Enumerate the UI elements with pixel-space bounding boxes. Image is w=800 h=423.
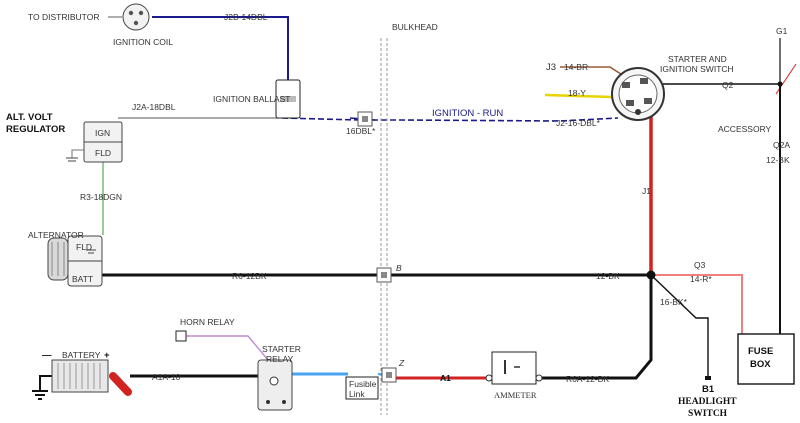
label-fld-regulator: FLD bbox=[95, 148, 111, 158]
label-starter-switch-1: STARTER AND bbox=[668, 54, 727, 64]
ammeter bbox=[485, 351, 543, 385]
label-ignition-run: IGNITION - RUN bbox=[432, 108, 503, 119]
label-box: BOX bbox=[750, 359, 771, 370]
label-bulkhead: BULKHEAD bbox=[392, 22, 438, 32]
fusible-link bbox=[345, 376, 379, 400]
ground-symbol bbox=[32, 390, 48, 400]
label-q2a: Q2A bbox=[773, 140, 790, 150]
label-a1: A1 bbox=[440, 373, 451, 383]
label-18y: 18-Y bbox=[568, 88, 586, 98]
label-starter-relay-1: STARTER bbox=[262, 344, 301, 354]
label-batt: BATT bbox=[72, 274, 93, 284]
label-a1a: A1A-10 bbox=[152, 372, 181, 382]
horn-relay bbox=[175, 330, 187, 342]
wire-j2b-14dbl bbox=[152, 16, 289, 80]
label-j2b: J2B-14DBL bbox=[224, 12, 268, 22]
wire-ignition-run bbox=[281, 117, 619, 122]
label-j3: J3 bbox=[546, 62, 556, 73]
label-battery: BATTERY bbox=[62, 350, 101, 360]
label-16bk: 16-BK* bbox=[660, 297, 688, 307]
label-r6: R6-12BK bbox=[232, 271, 267, 281]
label-fusible-2: Link bbox=[349, 389, 365, 399]
label-14br: 14-BR bbox=[564, 62, 588, 72]
battery-positive-cable bbox=[109, 372, 132, 396]
label-horn-relay: HORN RELAY bbox=[180, 317, 235, 327]
label-12bk: 12-BK bbox=[596, 271, 620, 281]
starter-relay bbox=[257, 359, 293, 411]
bulkhead-connector-top bbox=[357, 111, 373, 127]
label-accessory: ACCESSORY bbox=[718, 124, 772, 134]
wire-18y bbox=[544, 93, 613, 99]
battery-ground-wire bbox=[39, 375, 52, 390]
headlight-switch-terminal bbox=[705, 376, 711, 380]
battery bbox=[51, 359, 109, 393]
label-12bk-q2a: 12-BK bbox=[766, 155, 790, 165]
label-ign: IGN bbox=[95, 128, 110, 138]
label-r6a: R6A-12-BK bbox=[566, 374, 609, 384]
label-fuse: FUSE bbox=[748, 346, 773, 357]
junction-dot bbox=[646, 270, 656, 280]
label-b: B bbox=[396, 263, 402, 273]
label-ignition-coil: IGNITION COIL bbox=[113, 37, 173, 47]
label-headlight-2: SWITCH bbox=[688, 409, 728, 419]
label-b1: B1 bbox=[702, 384, 715, 395]
voltage-regulator bbox=[66, 121, 123, 163]
label-starter-relay-2: RELAY bbox=[266, 354, 294, 364]
ignition-coil bbox=[122, 3, 150, 31]
ballast-resistor-core bbox=[280, 96, 296, 102]
bulkhead-connector-b bbox=[376, 267, 392, 283]
label-headlight-1: HEADLIGHT bbox=[678, 397, 737, 407]
label-16dbl: 16DBL* bbox=[346, 126, 376, 136]
label-alt-volt: ALT. VOLT bbox=[6, 112, 53, 123]
label-fusible-1: Fusible bbox=[349, 379, 377, 389]
wire-r6a-12bk bbox=[540, 275, 653, 380]
label-j1: J1 bbox=[642, 186, 651, 196]
wire-16bk bbox=[650, 274, 709, 378]
starter-ignition-switch bbox=[611, 67, 665, 121]
label-alternator: ALTERNATOR bbox=[28, 230, 84, 240]
wire-horn-relay bbox=[184, 335, 269, 361]
label-q3: Q3 bbox=[694, 260, 706, 270]
label-battery-plus: + bbox=[104, 350, 110, 361]
label-z: Z bbox=[398, 358, 405, 368]
label-fld-alt: FLD bbox=[76, 242, 92, 252]
label-battery-minus: — bbox=[42, 350, 52, 361]
wire-q3-14r bbox=[651, 274, 743, 336]
bulkhead-connector-z bbox=[381, 367, 397, 383]
label-r3: R3-18DGN bbox=[80, 192, 122, 202]
fuse-box bbox=[737, 333, 795, 385]
label-regulator: REGULATOR bbox=[6, 124, 65, 135]
label-14r: 14-R* bbox=[690, 274, 712, 284]
label-j2a: J2A-18DBL bbox=[132, 102, 176, 112]
label-j2-16dbl: J2-16-DBL* bbox=[556, 118, 601, 128]
label-ammeter: AMMETER bbox=[494, 390, 537, 400]
label-q2: Q2 bbox=[722, 80, 734, 90]
label-starter-switch-2: IGNITION SWITCH bbox=[660, 64, 734, 74]
alternator bbox=[47, 235, 103, 287]
label-g1: G1 bbox=[776, 26, 788, 36]
label-ignition-ballast: IGNITION BALLAST bbox=[213, 94, 290, 104]
label-to-distributor: TO DISTRIBUTOR bbox=[28, 12, 99, 22]
q2-junction-dot bbox=[777, 81, 783, 87]
